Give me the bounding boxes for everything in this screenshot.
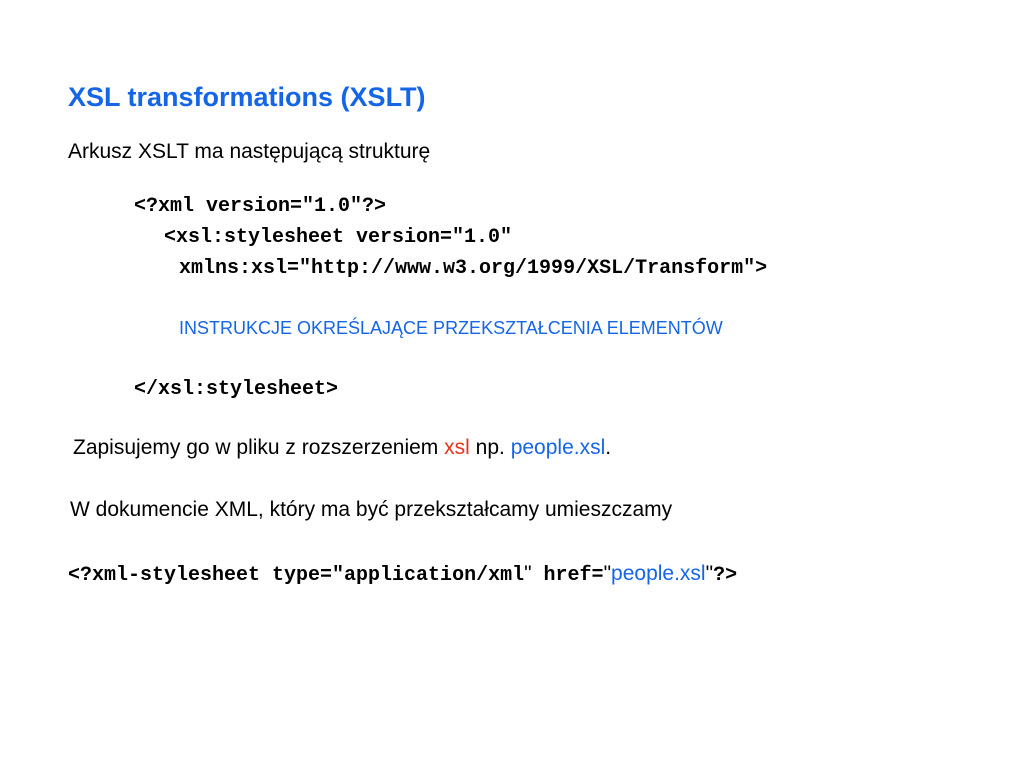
- pi-quote-2: ": [603, 562, 612, 585]
- pi-end: ?>: [713, 564, 738, 587]
- filename-highlight: people.xsl: [510, 436, 606, 459]
- code-line-xml-declaration: <?xml version="1.0"?>: [134, 195, 387, 218]
- pi-filename: people.xsl: [611, 562, 706, 585]
- pi-quote-3: ": [705, 562, 714, 585]
- instructions-placeholder: INSTRUKCJE OKREŚLAJĄCE PRZEKSZTAŁCENIA E…: [179, 318, 723, 338]
- code-line-stylesheet-close: </xsl:stylesheet>: [134, 378, 339, 401]
- save-text-middle: np.: [469, 436, 511, 459]
- slide-title: XSL transformations (XSLT): [68, 82, 426, 112]
- save-paragraph: Zapisujemy go w pliku z rozszerzeniem xs…: [73, 436, 611, 460]
- pi-part-1: <?xml-stylesheet type="application/xml: [68, 564, 525, 587]
- extension-highlight: xsl: [444, 436, 470, 459]
- document-paragraph: W dokumencie XML, który ma być przekszta…: [70, 498, 673, 521]
- intro-text: Arkusz XSLT ma następującą strukturę: [68, 140, 431, 163]
- pi-part-2: href=: [531, 564, 604, 587]
- save-text-end: .: [605, 436, 612, 459]
- save-text-before: Zapisujemy go w pliku z rozszerzeniem: [73, 436, 445, 459]
- processing-instruction-line: <?xml-stylesheet type="application/xml" …: [68, 562, 737, 587]
- code-line-stylesheet-open: <xsl:stylesheet version="1.0": [164, 226, 513, 249]
- code-line-xmlns: xmlns:xsl="http://www.w3.org/1999/XSL/Tr…: [179, 257, 768, 280]
- pi-quote-1: ": [524, 562, 532, 585]
